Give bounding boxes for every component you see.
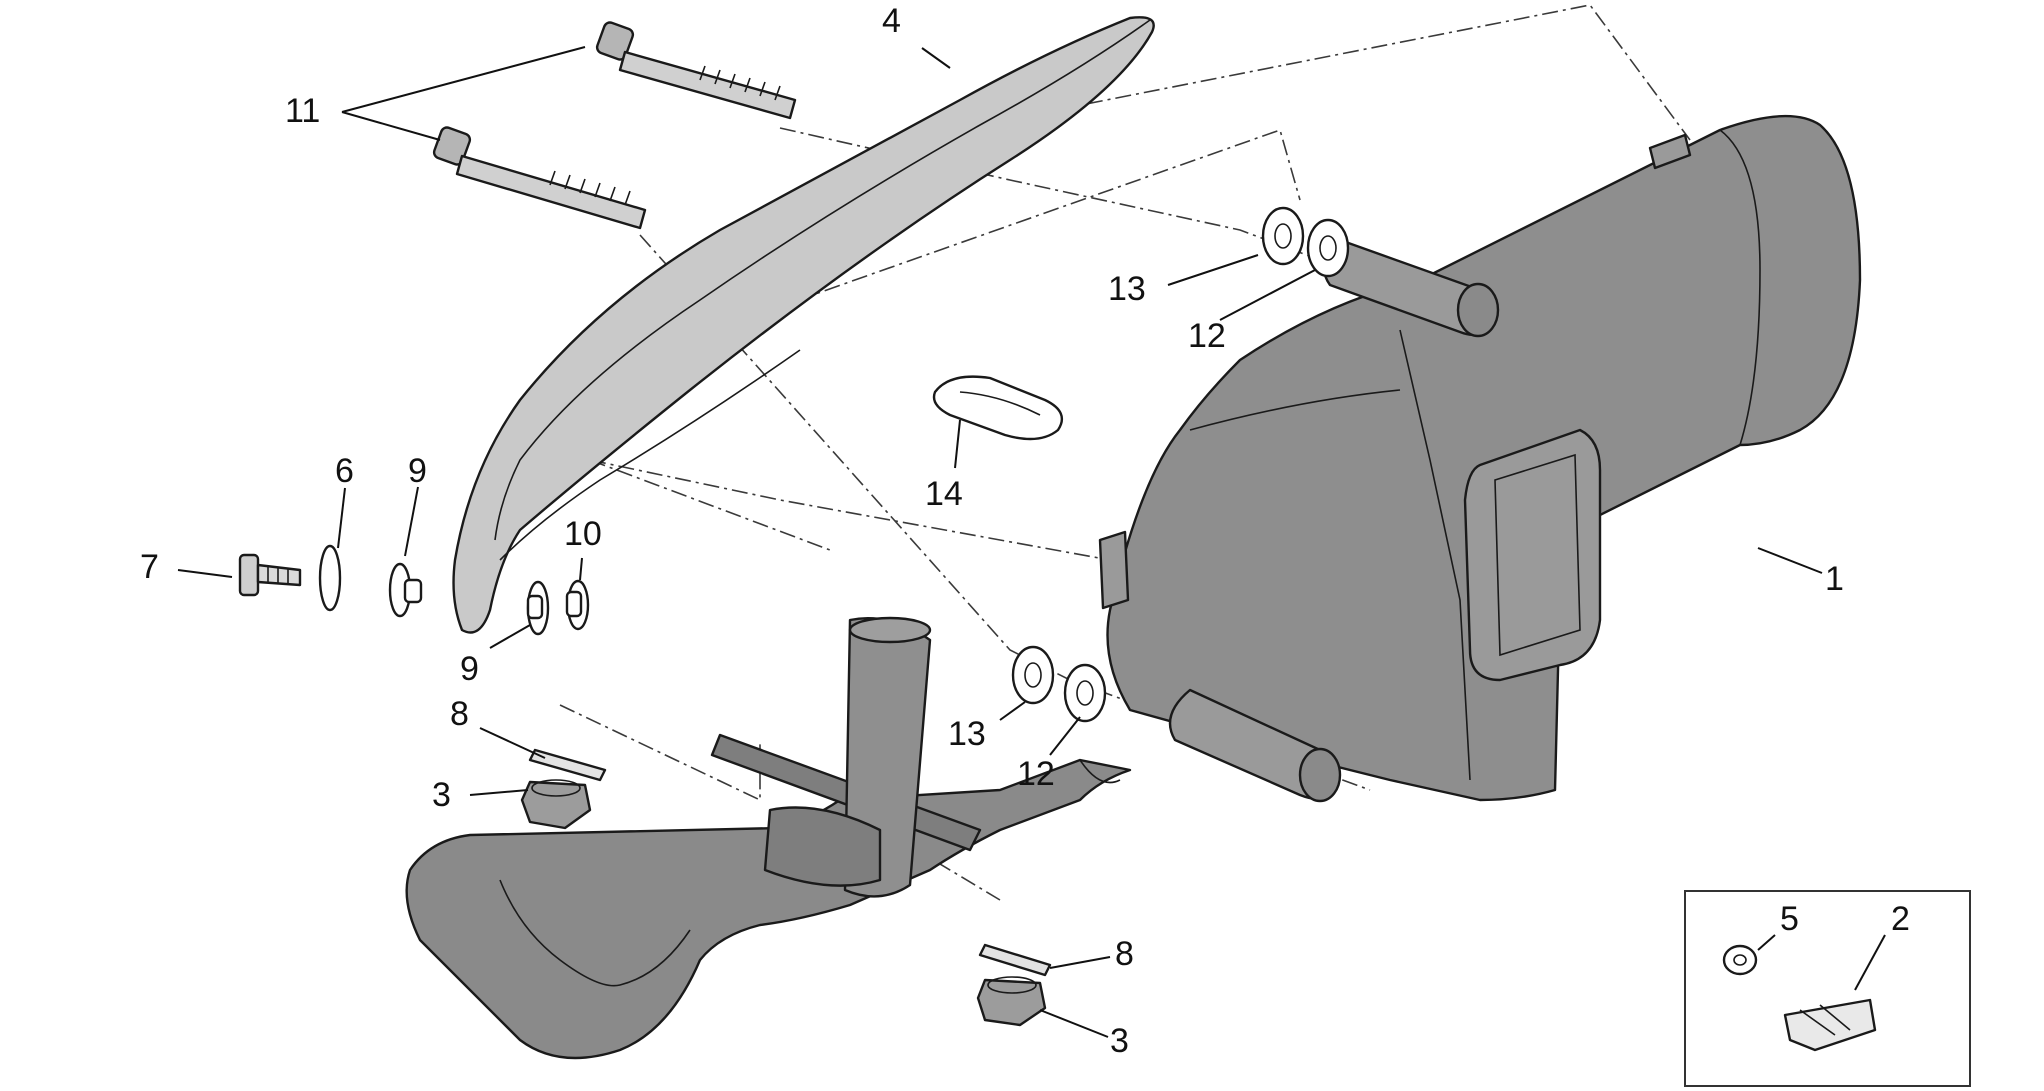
callout-7: 7 <box>140 548 159 586</box>
callout-labels: 1 2 3 3 4 5 6 7 8 8 9 9 10 11 12 12 13 1… <box>140 2 1910 1060</box>
callout-10: 10 <box>564 515 602 553</box>
inset-box <box>1684 890 1971 1087</box>
washer-13-upper <box>1261 206 1305 266</box>
grommet <box>932 375 1063 441</box>
callout-3-upper: 3 <box>432 776 451 814</box>
callout-3-lower: 3 <box>1110 1022 1129 1060</box>
muffler <box>1098 114 1862 803</box>
callout-13-lower: 13 <box>948 715 986 753</box>
bushing-10 <box>565 579 590 631</box>
callout-4: 4 <box>882 2 901 40</box>
bolt-upper <box>595 21 797 120</box>
nut-3-upper <box>520 779 592 830</box>
bolt-lower <box>432 126 647 230</box>
callout-9-upper: 9 <box>408 452 427 490</box>
washer-12-lower <box>1063 663 1107 723</box>
heat-shield <box>452 16 1155 634</box>
washer-12-upper <box>1306 218 1350 278</box>
spacer-9-lower <box>526 580 550 636</box>
callout-12-upper: 12 <box>1188 317 1226 355</box>
callout-9-lower: 9 <box>460 650 479 688</box>
callout-11: 11 <box>285 92 320 130</box>
exhaust-pipe <box>405 616 1132 1060</box>
callout-14: 14 <box>925 475 963 513</box>
washer-13-lower <box>1011 645 1055 705</box>
callout-8-lower: 8 <box>1115 935 1134 973</box>
callout-12-lower: 12 <box>1017 755 1055 793</box>
callout-6: 6 <box>335 452 354 490</box>
clip-nut-2 <box>1783 998 1877 1052</box>
callout-13-upper: 13 <box>1108 270 1146 308</box>
gasket-8-upper <box>528 748 607 782</box>
callout-1: 1 <box>1825 560 1844 598</box>
callout-2: 2 <box>1891 900 1910 938</box>
callout-5: 5 <box>1780 900 1799 938</box>
nut-3-lower <box>976 976 1047 1027</box>
gasket-8-lower <box>978 943 1052 977</box>
callout-8-upper: 8 <box>450 695 469 733</box>
washer-6 <box>318 544 342 612</box>
leader-lines <box>177 46 1886 1038</box>
spacer-9-upper <box>388 562 423 618</box>
screw <box>238 553 302 597</box>
washer-5 <box>1722 944 1758 976</box>
